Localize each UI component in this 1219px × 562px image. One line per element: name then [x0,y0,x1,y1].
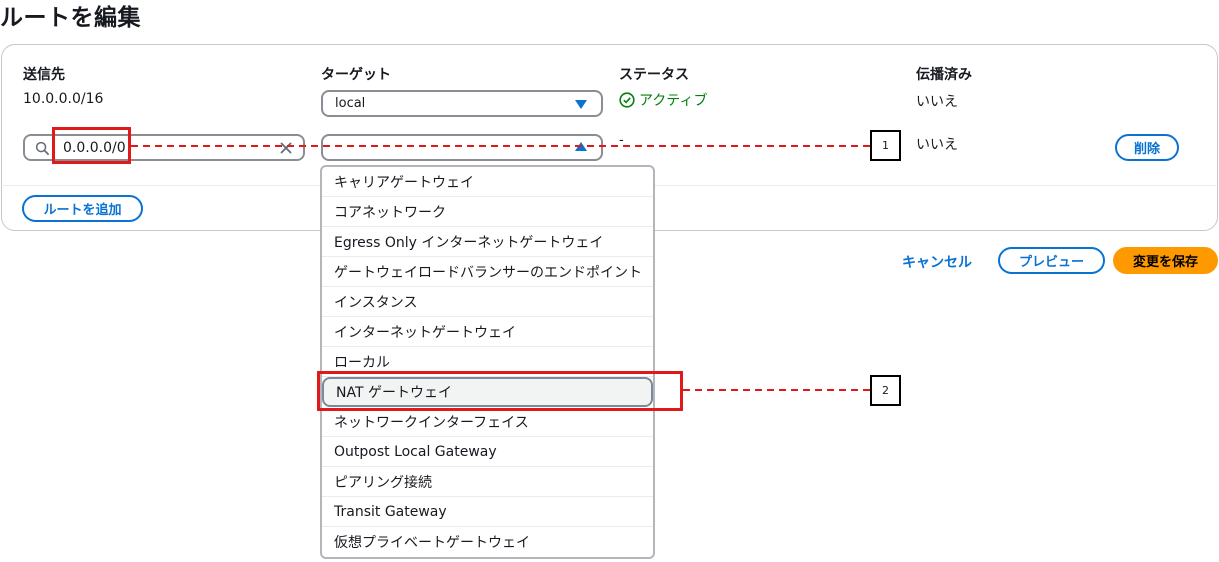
dropdown-option-peering-connection[interactable]: ピアリング接続 [322,467,653,497]
annotation-marker-1: 1 [870,130,901,161]
clear-icon[interactable] [278,140,294,156]
page-title: ルートを編集 [0,5,141,31]
dropdown-option-egress-only-igw[interactable]: Egress Only インターネットゲートウェイ [322,227,653,257]
annotation-highlight-nat-gateway [317,371,683,411]
row1-propagated: いいえ [916,94,958,110]
dropdown-option-virtual-private-gateway[interactable]: 仮想プライベートゲートウェイ [334,535,530,551]
row2-propagated: いいえ [916,137,958,153]
cancel-button[interactable]: キャンセル [902,255,972,271]
column-header-destination: 送信先 [23,67,65,83]
row2-target-select[interactable] [321,134,603,161]
annotation-highlight-destination [52,127,131,164]
dropdown-option-internet-gateway[interactable]: インターネットゲートウェイ [322,317,653,347]
row2-destination-input[interactable]: 0.0.0.0/0 [23,134,305,161]
dropdown-option-instance[interactable]: インスタンス [322,287,653,317]
caret-up-icon [575,142,587,151]
row2-destination-value: 0.0.0.0/0 [63,140,126,156]
dropdown-option-carrier-gateway[interactable]: キャリアゲートウェイ [322,167,653,197]
status-success-icon [619,92,635,108]
annotation-marker-2: 2 [870,375,901,406]
dropdown-option-transit-gateway[interactable]: Transit Gateway [322,497,653,527]
add-route-button[interactable]: ルートを追加 [22,195,143,222]
target-dropdown-menu: キャリアゲートウェイ コアネットワーク Egress Only インターネットゲ… [320,165,655,559]
row1-destination: 10.0.0.0/16 [23,91,104,107]
remove-route-button[interactable]: 削除 [1115,134,1179,161]
row1-status-text: アクティブ [639,93,708,109]
row1-target-value: local [335,96,366,111]
dropdown-option-nat-gateway[interactable]: NAT ゲートウェイ [322,377,653,407]
caret-down-icon [575,100,587,109]
dropdown-option-network-interface[interactable]: ネットワークインターフェイス [322,407,653,437]
dropdown-option-local[interactable]: ローカル [322,347,653,377]
column-header-target: ターゲット [321,67,391,83]
row1-target-select[interactable]: local [321,90,603,117]
preview-button[interactable]: プレビュー [998,247,1105,274]
search-icon [35,141,50,156]
row2-status: - [619,133,624,148]
dropdown-option-core-network[interactable]: コアネットワーク [322,197,653,227]
column-header-status: ステータス [619,67,689,83]
column-header-propagated: 伝播済み [916,67,972,83]
row1-status: アクティブ [619,90,707,110]
dropdown-option-outpost-local-gateway[interactable]: Outpost Local Gateway [322,437,653,467]
save-changes-button[interactable]: 変更を保存 [1113,247,1218,274]
route-table-panel: 送信先 ターゲット ステータス 伝播済み 10.0.0.0/16 local ア… [1,44,1218,231]
dropdown-option-gwlb-endpoint[interactable]: ゲートウェイロードバランサーのエンドポイント [322,257,653,287]
